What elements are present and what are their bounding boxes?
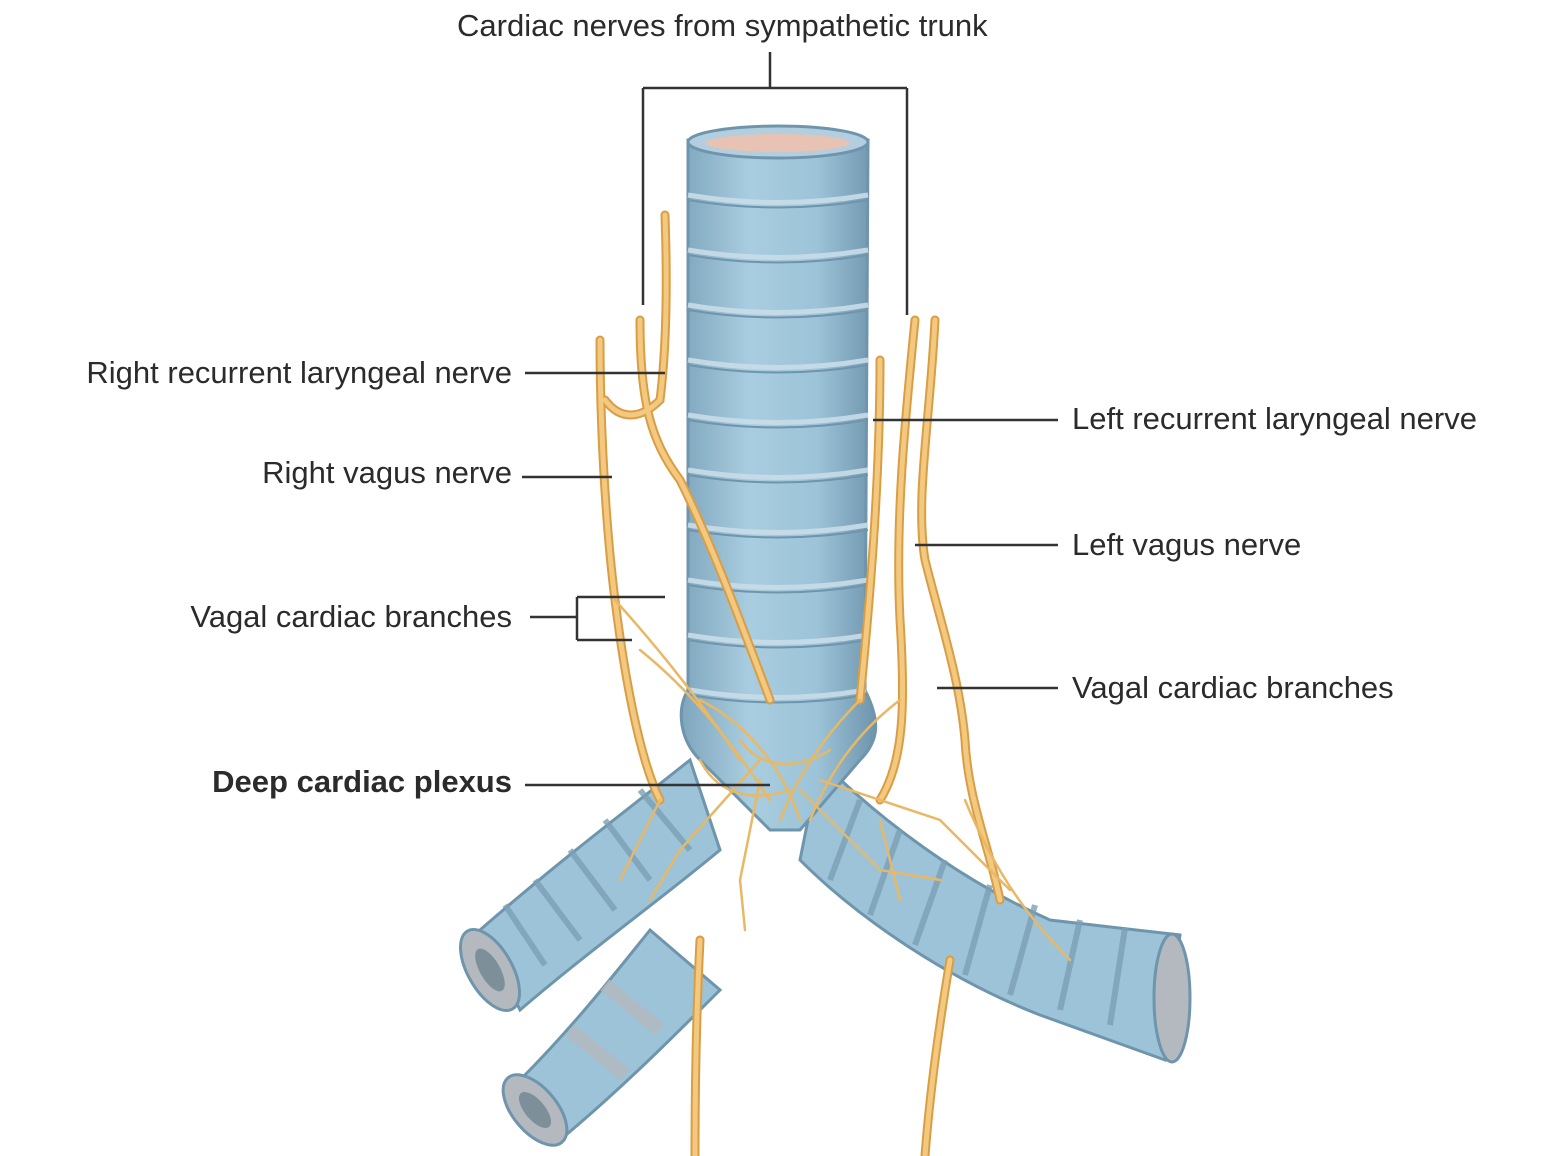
trachea	[681, 126, 875, 830]
label-left-recurrent-laryngeal: Left recurrent laryngeal nerve	[1072, 403, 1477, 434]
label-left-vagus: Left vagus nerve	[1072, 529, 1301, 560]
left-main-bronchus	[800, 760, 1190, 1062]
label-right-vagus: Right vagus nerve	[262, 457, 512, 488]
label-vagal-cardiac-branches-right: Vagal cardiac branches	[1072, 672, 1394, 703]
label-vagal-cardiac-branches-left: Vagal cardiac branches	[190, 601, 512, 632]
label-deep-cardiac-plexus: Deep cardiac plexus	[212, 766, 512, 797]
trachea-lumen	[706, 134, 850, 152]
label-cardiac-nerves-sympathetic: Cardiac nerves from sympathetic trunk	[457, 10, 988, 41]
label-right-recurrent-laryngeal: Right recurrent laryngeal nerve	[86, 357, 512, 388]
